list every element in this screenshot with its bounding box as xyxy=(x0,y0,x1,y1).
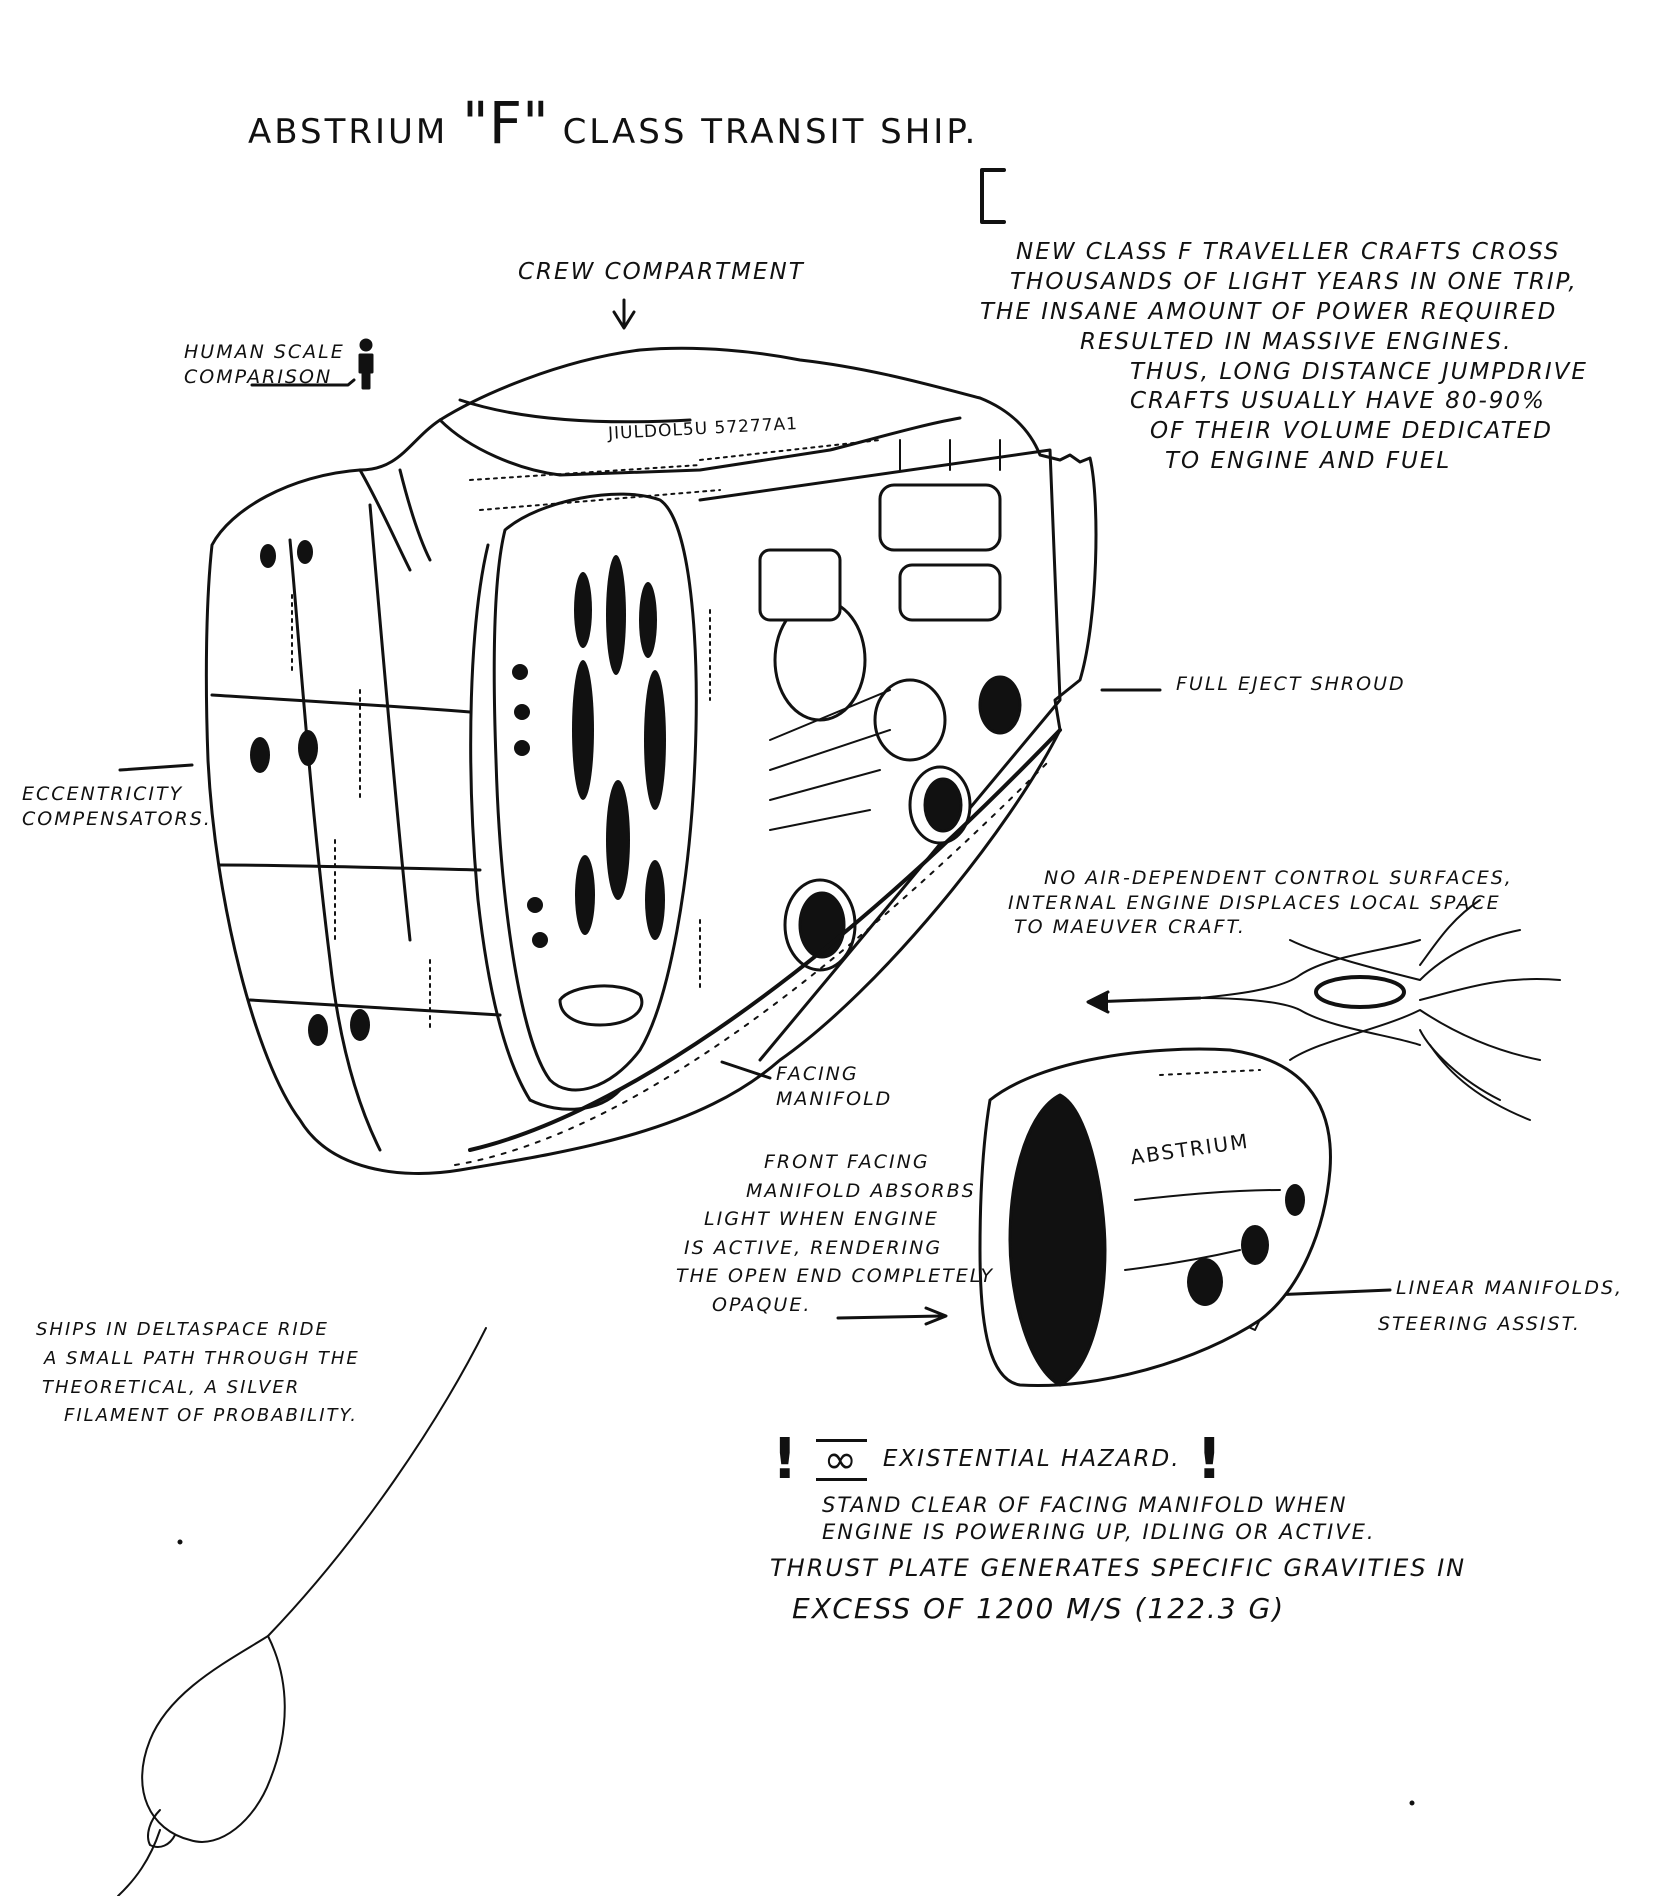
hazard-line: engine is powering up, idling or active. xyxy=(822,1519,1376,1546)
title-class-letter: "F" xyxy=(462,89,549,157)
note-line: Thus, long distance jumpdrive xyxy=(980,358,1588,388)
note-line: to maeuver craft. xyxy=(1008,915,1513,940)
thrust-note: Thrust plate generates specific gravitie… xyxy=(770,1550,1466,1631)
eccentricity-line-2: compensators. xyxy=(22,807,212,832)
human-scale-label: Human scale comparison xyxy=(184,340,345,389)
hazard-label: existential hazard. xyxy=(883,1445,1181,1475)
note-line: the open end completely xyxy=(676,1262,994,1291)
note-line: thousands of light years in one trip, xyxy=(980,268,1588,298)
title-prefix: Abstrium xyxy=(248,112,448,152)
note-line: light when engine xyxy=(676,1205,994,1234)
note-line: resulted in massive engines. xyxy=(980,328,1588,358)
human-scale-line-1: Human scale xyxy=(184,340,345,365)
bracket-mark xyxy=(982,170,1004,222)
eccentricity-label: Eccentricity compensators. xyxy=(22,782,212,831)
facing-manifold-line-1: Facing xyxy=(776,1062,892,1087)
note-line: of their volume dedicated xyxy=(980,417,1588,447)
hazard-instructions: Stand clear of facing manifold when engi… xyxy=(822,1492,1376,1547)
exclamation-icon: ! xyxy=(772,1432,800,1488)
note-line: the insane amount of power required xyxy=(980,298,1588,328)
front-facing-note: Front facing manifold absorbs light when… xyxy=(676,1148,994,1319)
small-ship-illustration xyxy=(980,1049,1330,1385)
note-line: theoretical, a silver xyxy=(36,1374,360,1403)
control-surfaces-note: No air-dependent control surfaces, inter… xyxy=(1008,866,1513,940)
linear-manifolds-line-1: Linear manifolds, xyxy=(1378,1270,1623,1306)
note-line: a small path through the xyxy=(36,1345,360,1374)
title-suffix: class transit ship. xyxy=(563,112,979,152)
note-line: manifold absorbs xyxy=(676,1177,994,1206)
thrust-line: Thrust plate generates specific gravitie… xyxy=(770,1550,1466,1587)
thrust-line: excess of 1200 m/s (122.3 G) xyxy=(770,1587,1466,1630)
main-ship-illustration xyxy=(206,348,1096,1173)
hazard-line: Stand clear of facing manifold when xyxy=(822,1492,1376,1519)
human-figure-icon xyxy=(360,340,372,388)
note-line: No air-dependent control surfaces, xyxy=(1008,866,1513,891)
linear-manifolds-line-2: steering assist. xyxy=(1378,1306,1623,1342)
note-line: Ships in deltaspace ride xyxy=(36,1316,360,1345)
note-line: filament of probability. xyxy=(36,1402,360,1431)
note-line: is active, rendering xyxy=(676,1234,994,1263)
infinity-hazard-icon: ∞ xyxy=(816,1439,867,1481)
page-title: Abstrium "F" class transit ship. xyxy=(248,86,978,161)
crew-compartment-label: Crew compartment xyxy=(518,258,805,288)
note-line: New class F traveller crafts cross xyxy=(980,238,1588,268)
note-line: internal engine displaces local space xyxy=(1008,891,1513,916)
class-f-note: New class F traveller crafts cross thous… xyxy=(980,238,1588,477)
crew-arrow xyxy=(614,300,634,328)
note-line: opaque. xyxy=(676,1291,994,1320)
facing-manifold-label: Facing manifold xyxy=(776,1062,892,1111)
eccentricity-line-1: Eccentricity xyxy=(22,782,212,807)
deltaspace-note: Ships in deltaspace ride a small path th… xyxy=(36,1316,360,1431)
exclamation-icon: ! xyxy=(1197,1432,1225,1488)
note-line: crafts usually have 80-90% xyxy=(980,387,1588,417)
full-eject-shroud-label: Full eject shroud xyxy=(1176,672,1406,697)
human-scale-line-2: comparison xyxy=(184,365,345,390)
note-line: to engine and fuel xyxy=(980,447,1588,477)
facing-manifold-line-2: manifold xyxy=(776,1087,892,1112)
linear-manifolds-label: Linear manifolds, steering assist. xyxy=(1378,1270,1623,1342)
note-line: Front facing xyxy=(676,1148,994,1177)
eccentricity-leader xyxy=(120,765,192,770)
hazard-warning: ! ∞ existential hazard. ! xyxy=(772,1432,1224,1488)
